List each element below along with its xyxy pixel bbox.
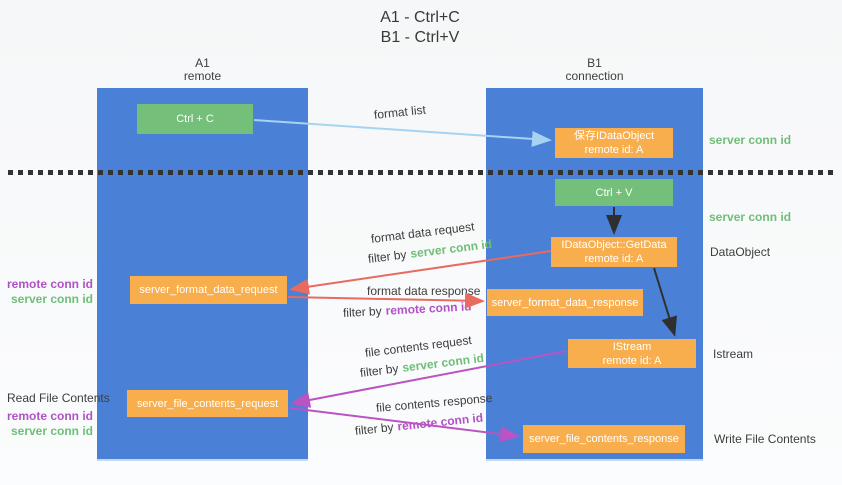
format-list-label: format list — [373, 102, 427, 122]
column-b-name: B1 — [587, 56, 602, 70]
file-conn-id-stack: remote conn id server conn id — [0, 409, 93, 439]
server-format-data-request-label: server_format_data_request — [139, 284, 278, 296]
column-b-header: B1 connection — [486, 57, 703, 83]
ctrl-c-box: Ctrl + C — [137, 104, 253, 134]
format-conn-id-stack: remote conn id server conn id — [0, 277, 93, 307]
istream-line2: remote id: A — [602, 354, 662, 367]
column-a-header: A1 remote — [97, 57, 308, 83]
remote-conn-id-label-2: remote conn id — [6, 409, 93, 423]
write-file-contents-label: Write File Contents — [714, 432, 816, 446]
column-b-subtitle: connection — [565, 69, 624, 83]
server-conn-id-label-left-2: server conn id — [10, 424, 93, 438]
server-format-data-response-box: server_format_data_response — [487, 289, 643, 316]
getdata-line1: IDataObject::GetData — [561, 239, 667, 251]
istream-line1: IStream — [612, 340, 652, 353]
server-file-contents-request-label: server_file_contents_request — [136, 397, 279, 410]
remote-conn-id-inline-1: remote conn id — [385, 299, 472, 318]
server-format-data-response-label: server_format_data_response — [491, 296, 639, 309]
title-line-1: A1 - Ctrl+C — [380, 9, 460, 26]
filter-by-text: filter by — [342, 303, 383, 320]
ctrl-v-label: Ctrl + V — [595, 186, 633, 199]
getdata-line2: remote id: A — [584, 253, 644, 265]
server-conn-id-label-mid: server conn id — [709, 210, 792, 224]
diagram-title: A1 - Ctrl+C B1 - Ctrl+V — [320, 8, 520, 48]
server-format-data-request-box: server_format_data_request — [130, 276, 287, 304]
save-idataobject-line2: remote id: A — [584, 144, 644, 156]
server-conn-id-inline-1: server conn id — [409, 236, 493, 261]
column-a-name: A1 — [195, 56, 210, 70]
save-idataobject-line1: 保存IDataObject — [573, 130, 655, 142]
server-file-contents-request-box: server_file_contents_request — [127, 390, 288, 417]
format-data-response-label: format data response — [367, 284, 481, 298]
dataobject-label: DataObject — [710, 245, 771, 259]
remote-conn-id-label-1: remote conn id — [6, 277, 93, 291]
server-conn-id-label-left-1: server conn id — [10, 292, 93, 306]
istream-box: IStream remote id: A — [568, 339, 696, 368]
server-conn-id-label-top: server conn id — [709, 133, 792, 147]
read-file-contents-label: Read File Contents — [7, 391, 110, 405]
server-conn-id-inline-2: server conn id — [401, 350, 485, 375]
filter-by-text: filter by — [359, 361, 400, 380]
filter-by-text: filter by — [354, 419, 395, 438]
dashed-separator — [8, 170, 836, 175]
ctrl-c-label: Ctrl + C — [176, 113, 214, 125]
server-file-contents-response-label: server_file_contents_response — [529, 433, 679, 445]
title-line-2: B1 - Ctrl+V — [380, 29, 460, 46]
getdata-box: IDataObject::GetData remote id: A — [551, 237, 677, 267]
istream-side-label: Istream — [713, 347, 754, 361]
column-a-subtitle: remote — [183, 69, 222, 83]
save-idataobject-box: 保存IDataObject remote id: A — [555, 128, 673, 158]
server-file-contents-response-box: server_file_contents_response — [523, 425, 685, 453]
remote-conn-id-inline-2: remote conn id — [396, 410, 484, 434]
filter-by-text: filter by — [367, 247, 408, 266]
ctrl-v-box: Ctrl + V — [555, 179, 673, 206]
